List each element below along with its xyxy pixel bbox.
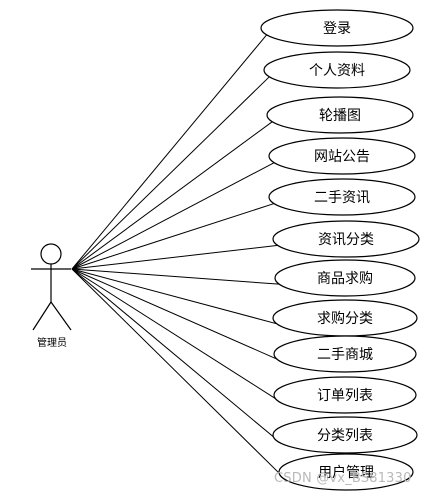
use-case-label: 登录: [323, 21, 351, 37]
actor-label: 管理员: [37, 336, 67, 349]
use-case-ellipse: [274, 259, 416, 297]
actor-left-leg: [32, 301, 52, 331]
use-case: 二手商城: [273, 335, 417, 373]
use-case: 求购分类: [272, 299, 418, 337]
use-case-label: 商品求购: [317, 271, 373, 287]
association-line: [71, 268, 280, 442]
use-case: 用户管理: [278, 453, 414, 491]
use-case: 分类列表: [272, 416, 418, 454]
actor-right-leg: [50, 301, 72, 331]
use-case: 资讯分类: [272, 220, 420, 258]
watermark: CSDN @vx_BS81330: [274, 471, 412, 486]
association-line: [71, 33, 268, 270]
actor-administrator: [31, 243, 72, 331]
association-line: [71, 268, 280, 361]
use-case-label: 网站公告: [314, 149, 370, 165]
use-case-label: 二手商城: [317, 347, 373, 363]
association-line: [71, 268, 281, 285]
use-case-ellipse: [268, 178, 416, 216]
association-line: [71, 244, 279, 270]
use-case-label: 分类列表: [317, 428, 373, 444]
use-case: 登录: [260, 9, 414, 47]
association-line: [71, 202, 275, 270]
association-line: [71, 268, 279, 325]
use-case-label: 求购分类: [317, 311, 373, 327]
use-case-label: 个人资料: [309, 63, 365, 79]
use-case-ellipse: [260, 9, 414, 47]
association-line: [71, 161, 276, 270]
use-case-label: 轮播图: [319, 108, 361, 124]
association-line: [71, 120, 274, 270]
use-case-ellipse: [272, 220, 420, 258]
use-case: 商品求购: [274, 259, 416, 297]
use-case: 网站公告: [268, 137, 416, 175]
association-line: [71, 75, 271, 270]
use-case-ellipse: [273, 376, 417, 414]
use-case: 订单列表: [273, 376, 417, 414]
use-case-label: 二手资讯: [314, 190, 370, 206]
use-case: 个人资料: [263, 51, 411, 89]
use-case-label: 订单列表: [317, 388, 373, 404]
association-lines: [71, 33, 285, 479]
use-case-ellipse: [272, 416, 418, 454]
association-line: [71, 268, 280, 402]
use-case-ellipse: [273, 335, 417, 373]
use-case-label: 资讯分类: [318, 232, 374, 248]
association-line: [71, 268, 285, 479]
use-case: 二手资讯: [268, 178, 416, 216]
actor-head: [40, 243, 62, 265]
use-case: 轮播图: [266, 96, 414, 134]
use-case-ellipse: [263, 51, 411, 89]
use-case-ellipse: [266, 96, 414, 134]
use-case-ellipse: [268, 137, 416, 175]
use-case-label: 用户管理: [318, 464, 374, 481]
use-case-ellipse: [278, 453, 414, 491]
use-case-list: 登录个人资料轮播图网站公告二手资讯资讯分类商品求购求购分类二手商城订单列表分类列…: [260, 9, 420, 491]
